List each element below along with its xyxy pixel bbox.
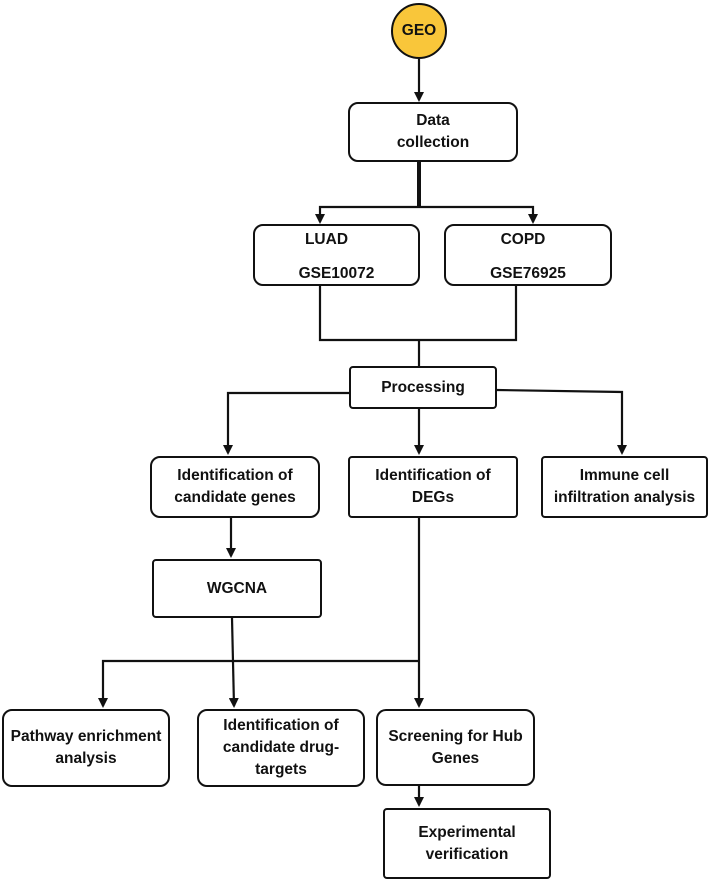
processing-label: Processing (381, 378, 465, 396)
edge-to-pathway (98, 659, 419, 708)
immune-label: Immune cell infiltration analysis (553, 467, 696, 506)
candidate-genes-label: Identification of candidate genes (174, 467, 296, 506)
hub-genes-label: Screening for Hub Genes (388, 727, 523, 767)
pathway-label: Pathway enrichment analysis (10, 728, 162, 767)
geo-label: GEO (401, 22, 437, 39)
edge-to-copd (419, 205, 538, 224)
hub-genes-node: Screening for Hub Genes (376, 709, 535, 786)
edge-to-immune (496, 388, 627, 455)
copd-name: COPD (500, 231, 546, 248)
verification-node: Experimental verification (383, 808, 551, 879)
data-collection-node: Data collection (348, 102, 518, 162)
luad-name: LUAD (304, 231, 349, 248)
degs-label: Identification of DEGs (375, 467, 491, 506)
pathway-node: Pathway enrichment analysis (2, 709, 170, 787)
luad-accession: GSE10072 (298, 265, 375, 282)
edge-wgcna-to-drug-targets (228, 617, 239, 708)
drug-targets-label: Identification of candidate drug- target… (222, 717, 340, 778)
wgcna-label: WGCNA (206, 579, 268, 597)
copd-accession: GSE76925 (490, 265, 566, 282)
wgcna-node: WGCNA (152, 559, 322, 618)
data-collection-label: Data collection (396, 112, 470, 151)
luad-node: LUAD GSE10072 (253, 224, 420, 286)
immune-node: Immune cell infiltration analysis (541, 456, 708, 518)
edge-to-luad (315, 205, 419, 224)
drug-targets-node: Identification of candidate drug- target… (197, 709, 365, 787)
processing-node: Processing (349, 366, 497, 409)
verification-label: Experimental verification (418, 823, 516, 863)
geo-node: GEO (391, 3, 447, 59)
edge-luad-copd-merge (318, 286, 518, 342)
candidate-genes-node: Identification of candidate genes (150, 456, 320, 518)
copd-node: COPD GSE76925 (444, 224, 612, 286)
edge-to-candidate-genes (223, 391, 349, 455)
degs-node: Identification of DEGs (348, 456, 518, 518)
